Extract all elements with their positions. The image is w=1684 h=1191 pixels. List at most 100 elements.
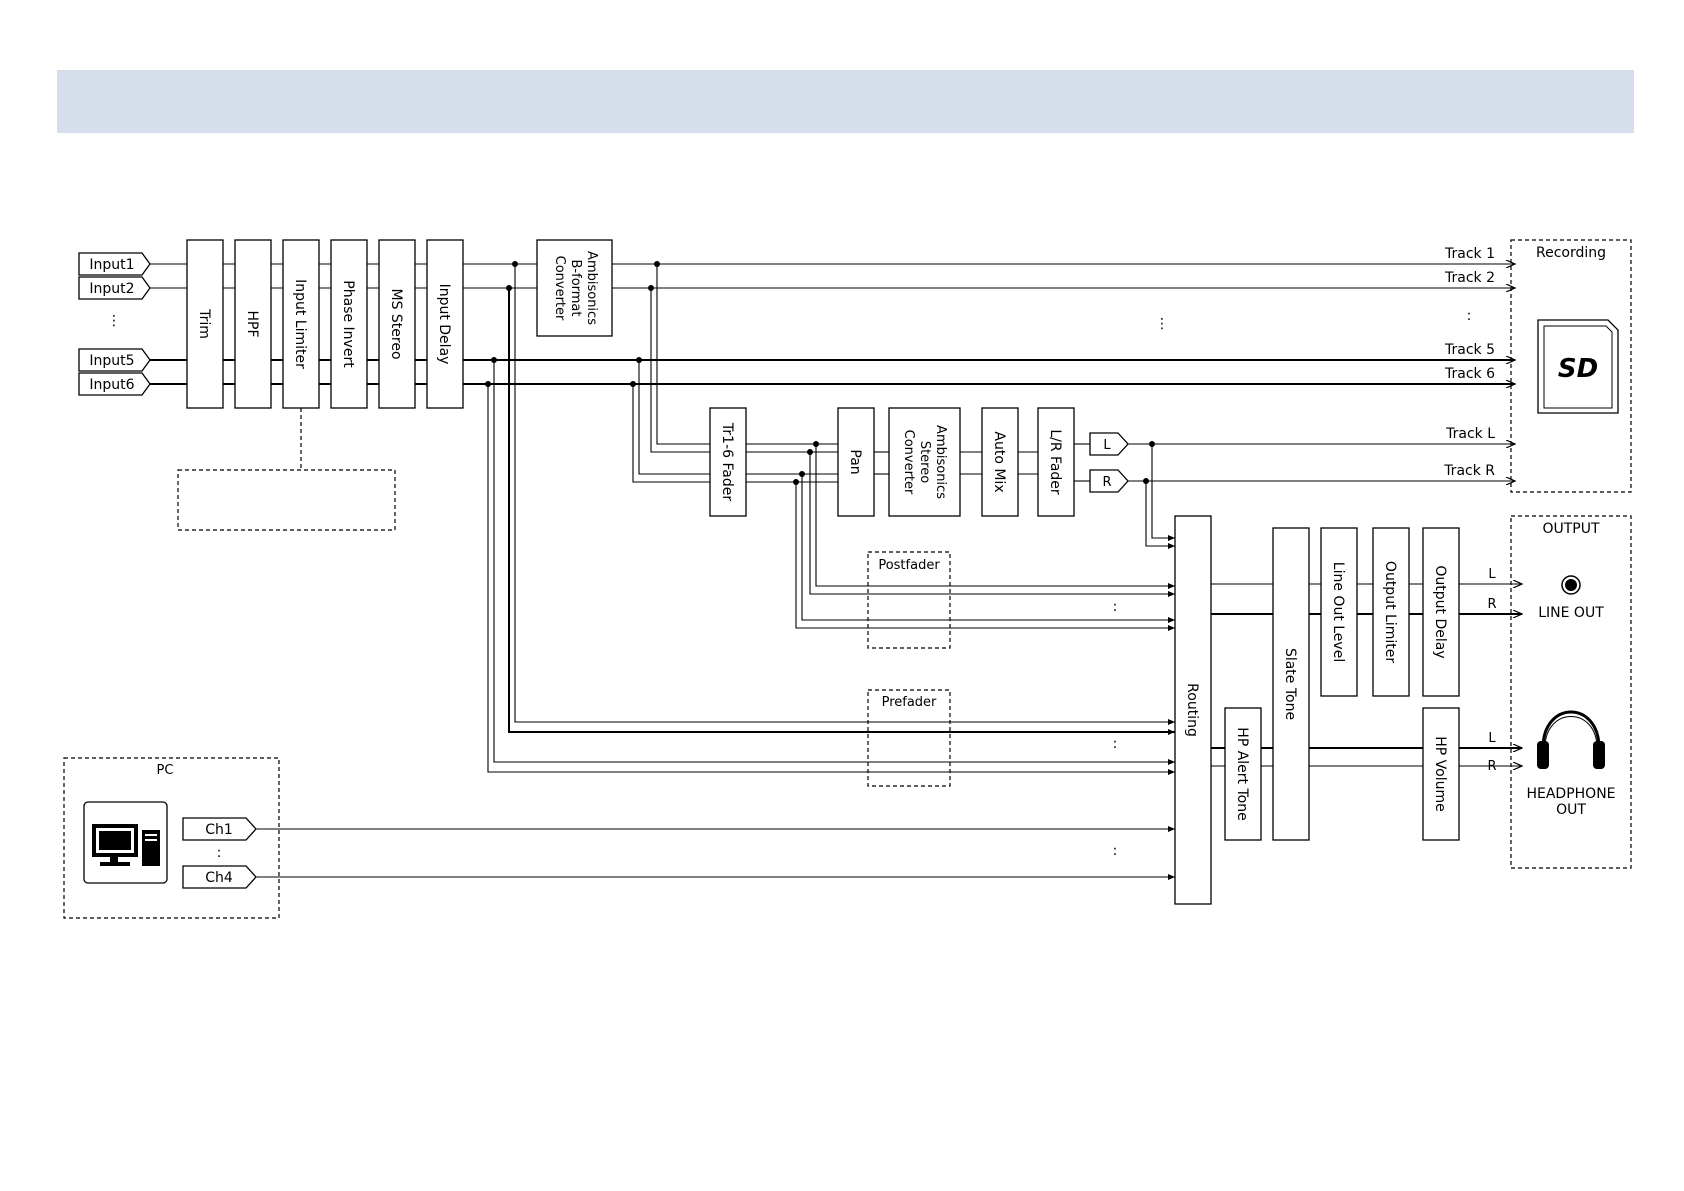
hp-alert-tone-block — [1224, 707, 1262, 841]
ambisonics-stereo-block — [888, 407, 961, 517]
ch4-label: Ch4 — [205, 870, 233, 886]
input-label-1: Input1 — [89, 257, 134, 273]
ambisonics-bformat-line1: Ambisonics — [584, 251, 599, 325]
routing-label: Routing — [1184, 683, 1200, 737]
tr16-fader-label: Tr1-6 Fader — [719, 422, 735, 501]
track-r-label: Track R — [1443, 463, 1495, 479]
headphone-label-line1: HEADPHONE — [1526, 786, 1615, 802]
ambisonics-bformat-line2: B-format — [568, 260, 583, 317]
input-tag-5 — [78, 348, 151, 372]
ambisonics-bformat-line3: Converter — [552, 256, 567, 321]
ms-stereo-block — [378, 239, 416, 409]
header-band — [57, 70, 1634, 133]
input-ellipsis: ⋮ — [107, 313, 121, 329]
input-limiter-link-box — [177, 469, 396, 531]
output-limiter-label: Output Limiter — [1382, 561, 1398, 663]
lr-fader-block — [1037, 407, 1075, 517]
hp-l-label: L — [1488, 731, 1496, 746]
pan-block — [837, 407, 875, 517]
pan-label: Pan — [847, 449, 863, 474]
ambisonics-stereo-line1: Ambisonics — [933, 425, 948, 499]
input-tags: Input1 Input2 ⋮ Input5 Input6 — [78, 252, 151, 396]
recording-label: Recording — [1536, 245, 1606, 261]
mix-chain: Tr1-6 Fader Pan Ambisonics Stereo Conver… — [709, 407, 1129, 517]
line-out-l-label: L — [1488, 567, 1496, 582]
input-tag-2 — [78, 276, 151, 300]
track-2-label: Track 2 — [1444, 270, 1495, 286]
auto-mix-label: Auto Mix — [991, 431, 1007, 492]
routing-block — [1174, 515, 1212, 905]
line-out-label: LINE OUT — [1538, 605, 1604, 621]
input-tag-6 — [78, 372, 151, 396]
sd-card-icon: SD — [1537, 319, 1619, 414]
phase-invert-block — [330, 239, 368, 409]
hp-r-label: R — [1487, 759, 1496, 774]
prefader-box — [867, 689, 951, 787]
computer-icon — [83, 801, 168, 884]
ch1-tag — [182, 817, 257, 841]
input-delay-label: Input Delay — [436, 284, 452, 365]
slate-tone-label: Slate Tone — [1282, 648, 1298, 720]
ambisonics-bformat-block: Ambisonics B-format Converter — [536, 239, 613, 337]
postfader-label: Postfader — [878, 558, 940, 573]
output-label: OUTPUT — [1542, 521, 1600, 537]
tracks-ellipsis-right: : — [1467, 308, 1472, 324]
track-labels: Track 1 Track 2 Track 5 Track 6 Track L … — [1155, 246, 1495, 479]
track-6-label: Track 6 — [1444, 366, 1495, 382]
phase-invert-label: Phase Invert — [340, 280, 356, 368]
input-label-2: Input2 — [89, 281, 134, 297]
output-group: OUTPUT L R LINE OUT L R HEADPHONE OUT — [1487, 515, 1632, 869]
svg-text:SD: SD — [1558, 354, 1598, 384]
hpf-block — [234, 239, 272, 409]
r-tag — [1089, 469, 1129, 493]
lr-fader-label: L/R Fader — [1047, 429, 1063, 495]
input-limiter-block — [282, 239, 320, 409]
prefader-label: Prefader — [882, 695, 937, 710]
fader-tap-boxes: Postfader Prefader : : : — [867, 551, 1118, 859]
wires — [150, 264, 1522, 880]
slate-tone-block — [1272, 527, 1310, 841]
trim-block — [186, 239, 224, 409]
r-tag-label: R — [1102, 475, 1111, 490]
hpf-label: HPF — [244, 310, 260, 337]
auto-mix-block — [981, 407, 1019, 517]
line-out-level-label: Line Out Level — [1330, 562, 1346, 662]
output-limiter-block — [1372, 527, 1410, 697]
pc-group: PC Ch1 : Ch4 — [63, 757, 280, 919]
hp-volume-block — [1422, 707, 1460, 841]
postfader-box — [867, 551, 951, 649]
ambisonics-stereo-line2: Stereo — [917, 441, 932, 483]
trim-label: Trim — [196, 308, 212, 339]
output-delay-block — [1422, 527, 1460, 697]
tr16-fader-block — [709, 407, 747, 517]
input-limiter-label: Input Limiter — [292, 279, 308, 369]
recording-group: Recording SD — [1510, 239, 1632, 493]
input-label-6: Input6 — [89, 377, 134, 393]
line-out-jack-icon — [1561, 575, 1581, 595]
output-chain: Routing HP Alert Tone Slate Tone Line Ou… — [1174, 515, 1460, 905]
input-label-5: Input5 — [89, 353, 134, 369]
input-delay-block — [426, 239, 464, 409]
ch4-tag — [182, 865, 257, 889]
headphone-label-line2: OUT — [1556, 802, 1586, 818]
line-out-r-label: R — [1487, 597, 1496, 612]
postfader-ellipsis: : — [1113, 599, 1118, 615]
pc-label: PC — [157, 763, 174, 778]
l-tag — [1089, 432, 1129, 456]
l-tag-label: L — [1103, 438, 1111, 453]
track-1-label: Track 1 — [1444, 246, 1495, 262]
ambisonics-stereo-line3: Converter — [901, 430, 916, 495]
input-tag-1 — [78, 252, 151, 276]
tracks-ellipsis-mid: ⋮ — [1155, 316, 1169, 332]
output-delay-label: Output Delay — [1432, 565, 1448, 658]
prefader-ellipsis: : — [1113, 736, 1118, 752]
ch1-label: Ch1 — [205, 822, 233, 838]
junction-dots — [485, 261, 1155, 485]
pc-ellipsis: : — [1113, 843, 1118, 859]
ms-stereo-label: MS Stereo — [388, 288, 404, 359]
hp-volume-label: HP Volume — [1432, 736, 1448, 812]
headphone-icon — [1537, 710, 1605, 769]
track-5-label: Track 5 — [1444, 342, 1495, 358]
track-l-label: Track L — [1445, 426, 1495, 442]
